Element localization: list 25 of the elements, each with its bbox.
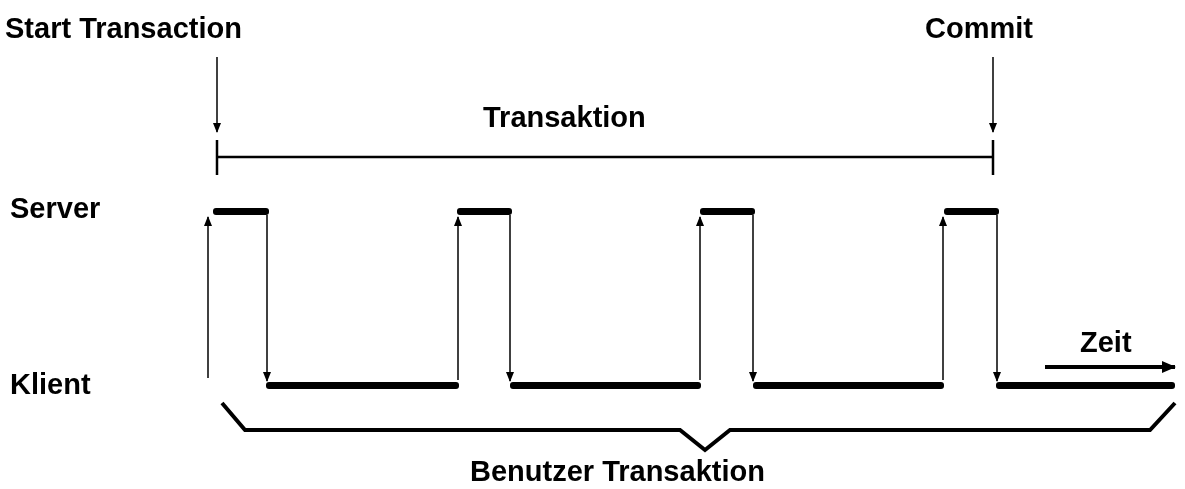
- arrow: [989, 56, 997, 133]
- span-label: Transaktion: [483, 103, 646, 132]
- arrow: [993, 214, 1001, 382]
- arrow: [939, 216, 947, 381]
- activity-bar: [266, 382, 459, 389]
- activity-bar: [213, 208, 269, 215]
- lane-label: Server: [10, 194, 101, 223]
- span-label: Benutzer Transaktion: [470, 457, 765, 486]
- arrow: [749, 214, 757, 382]
- activity-bar: [457, 208, 512, 215]
- arrow: [213, 56, 221, 133]
- activity-bar: [944, 208, 999, 215]
- lane-label: Klient: [10, 370, 91, 399]
- arrow: [696, 216, 704, 381]
- activity-bar: [996, 382, 1175, 389]
- arrow: [263, 214, 271, 382]
- axis-label: Zeit: [1080, 328, 1132, 357]
- activity-bar: [700, 208, 755, 215]
- arrow: [506, 214, 514, 382]
- event-label: Start Transaction: [5, 14, 242, 43]
- arrow: [454, 216, 462, 381]
- activity-bar: [753, 382, 944, 389]
- event-label: Commit: [925, 14, 1033, 43]
- activity-bar: [510, 382, 701, 389]
- arrow: [204, 216, 212, 379]
